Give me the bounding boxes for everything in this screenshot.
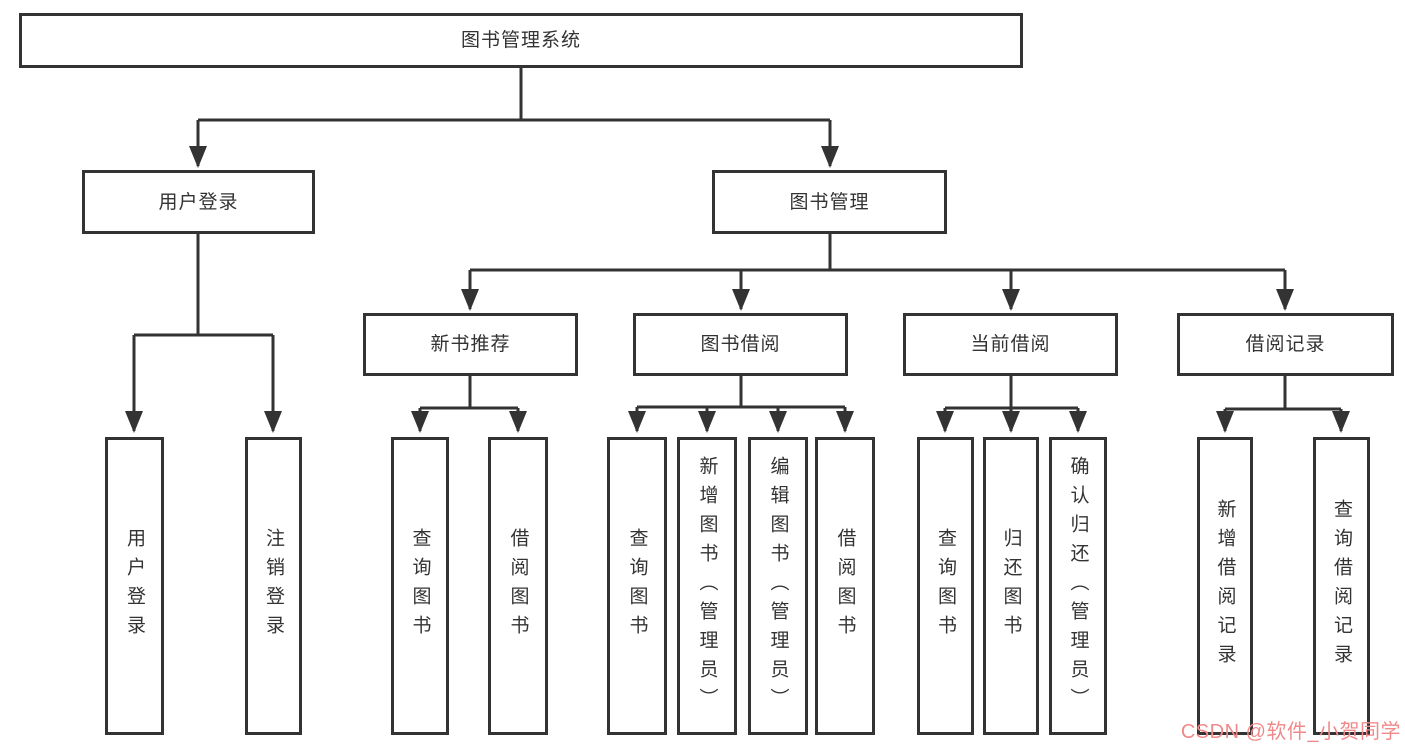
node-user-login: 用户登录: [82, 170, 315, 234]
leaf-query-book-borrow: 查询图书: [607, 437, 667, 735]
leaf-return-book-label: 归还图书: [1000, 528, 1022, 644]
node-new-book-recommend: 新书推荐: [363, 313, 578, 376]
leaf-user-login: 用户登录: [105, 437, 164, 735]
node-current-borrow-label: 当前借阅: [970, 334, 1051, 355]
node-borrow-record: 借阅记录: [1177, 313, 1394, 376]
node-new-book-recommend-label: 新书推荐: [430, 334, 511, 355]
leaf-borrow-book: 借阅图书: [815, 437, 875, 735]
node-book-management: 图书管理: [712, 170, 947, 234]
leaf-logout-label: 注销登录: [263, 528, 284, 644]
leaf-query-borrow-record-label: 查询借阅记录: [1331, 499, 1352, 673]
leaf-confirm-return-admin: 确认归还（管理员）: [1049, 437, 1107, 735]
csdn-watermark: CSDN @软件_小贺同学: [1180, 721, 1401, 743]
node-root-system: 图书管理系统: [19, 13, 1023, 68]
leaf-query-book-recommend-label: 查询图书: [409, 528, 431, 644]
node-book-borrow: 图书借阅: [633, 313, 848, 376]
leaf-query-book-recommend: 查询图书: [391, 437, 449, 735]
node-book-management-label: 图书管理: [789, 191, 870, 213]
leaf-add-book-admin-label: 新增图书（管理员）: [696, 455, 718, 717]
leaf-return-book: 归还图书: [983, 437, 1039, 735]
leaf-query-borrow-record: 查询借阅记录: [1313, 437, 1370, 735]
leaf-query-book-current-label: 查询图书: [935, 528, 956, 644]
leaf-logout: 注销登录: [245, 437, 302, 735]
node-root-label: 图书管理系统: [460, 30, 581, 51]
node-borrow-record-label: 借阅记录: [1245, 334, 1326, 355]
leaf-confirm-return-admin-label: 确认归还（管理员）: [1067, 455, 1089, 717]
leaf-borrow-book-recommend: 借阅图书: [488, 437, 548, 735]
leaf-user-login-label: 用户登录: [124, 528, 145, 644]
leaf-edit-book-admin: 编辑图书（管理员）: [748, 437, 808, 735]
node-current-borrow: 当前借阅: [903, 313, 1118, 376]
leaf-add-borrow-record: 新增借阅记录: [1197, 437, 1253, 735]
leaf-add-borrow-record-label: 新增借阅记录: [1214, 499, 1236, 673]
leaf-query-book-current: 查询图书: [917, 437, 974, 735]
leaf-query-book-borrow-label: 查询图书: [626, 528, 648, 644]
leaf-borrow-book-label: 借阅图书: [834, 528, 856, 644]
node-user-login-label: 用户登录: [158, 191, 239, 213]
leaf-borrow-book-recommend-label: 借阅图书: [507, 528, 529, 644]
leaf-edit-book-admin-label: 编辑图书（管理员）: [767, 455, 789, 717]
node-book-borrow-label: 图书借阅: [700, 334, 781, 355]
leaf-add-book-admin: 新增图书（管理员）: [677, 437, 737, 735]
